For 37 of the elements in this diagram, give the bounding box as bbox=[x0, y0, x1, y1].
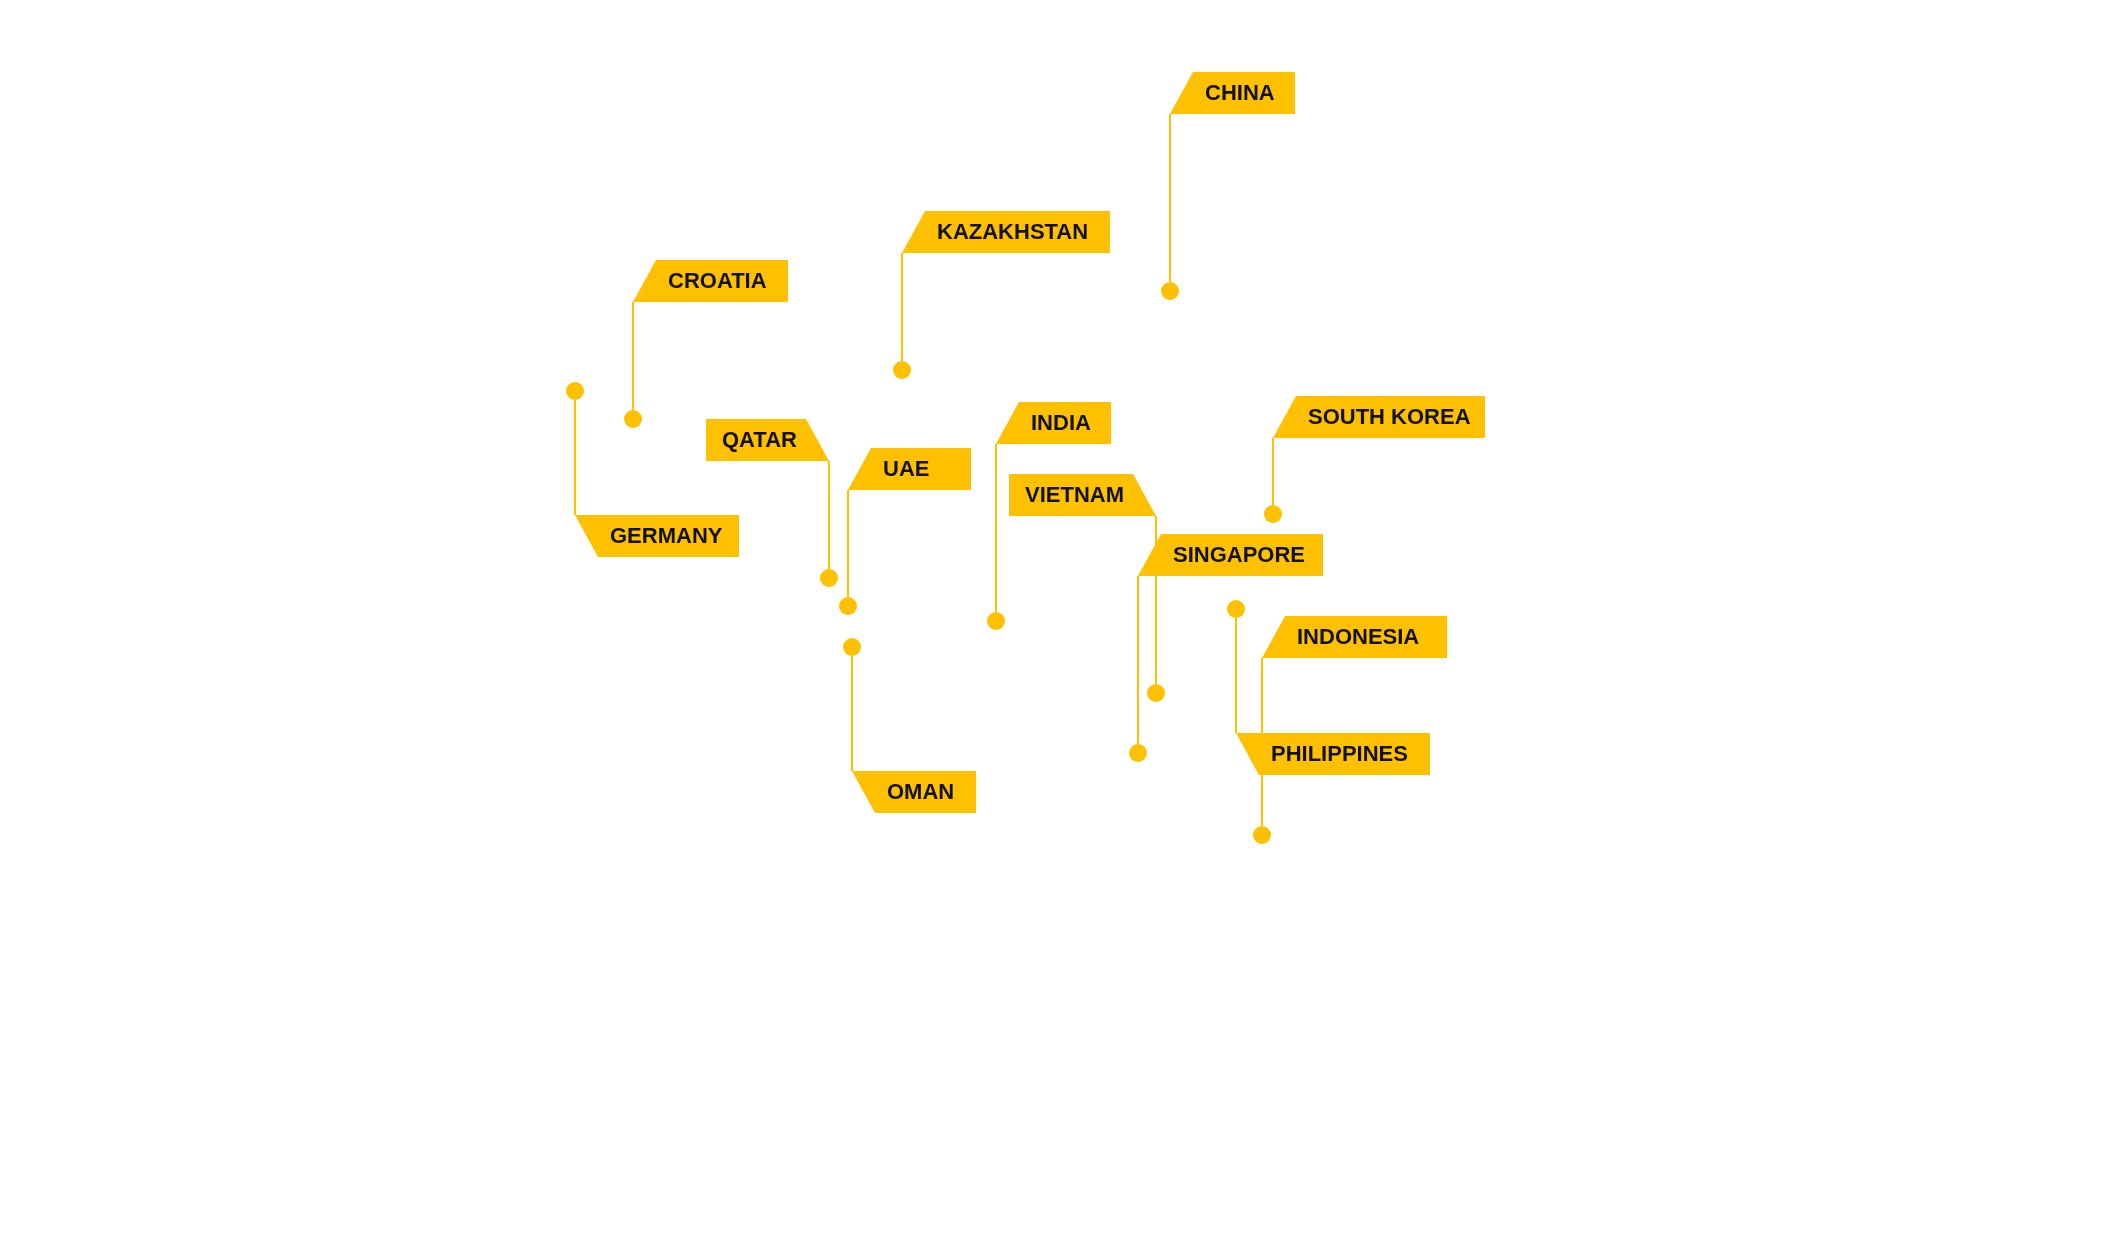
country-tag: PHILIPPINES bbox=[1236, 733, 1430, 775]
leader-line bbox=[632, 301, 634, 411]
country-tag: SINGAPORE bbox=[1138, 534, 1323, 576]
marker-dot-icon bbox=[1147, 684, 1165, 702]
leader-line bbox=[901, 252, 903, 362]
leader-line bbox=[1169, 113, 1171, 283]
leader-line bbox=[1235, 617, 1237, 734]
country-tag: SOUTH KOREA bbox=[1273, 396, 1485, 438]
country-tag: GERMANY bbox=[575, 515, 739, 557]
leader-line bbox=[847, 489, 849, 598]
country-tag: CHINA bbox=[1170, 72, 1295, 114]
leader-line bbox=[995, 443, 997, 613]
marker-dot-icon bbox=[839, 597, 857, 615]
marker-dot-icon bbox=[820, 569, 838, 587]
country-tag: UAE bbox=[848, 448, 971, 490]
country-tag: CROATIA bbox=[633, 260, 788, 302]
leader-line bbox=[574, 399, 576, 516]
leader-line bbox=[851, 655, 853, 772]
country-tag: INDONESIA bbox=[1262, 616, 1447, 658]
marker-dot-icon bbox=[1227, 600, 1245, 618]
leader-line bbox=[1137, 575, 1139, 745]
leader-line bbox=[1272, 437, 1274, 506]
leader-line bbox=[828, 460, 830, 570]
marker-dot-icon bbox=[1264, 505, 1282, 523]
marker-dot-icon bbox=[987, 612, 1005, 630]
country-tag: VIETNAM bbox=[1009, 474, 1156, 516]
country-tag: KAZAKHSTAN bbox=[902, 211, 1110, 253]
marker-dot-icon bbox=[624, 410, 642, 428]
country-tag: INDIA bbox=[996, 402, 1111, 444]
marker-dot-icon bbox=[1129, 744, 1147, 762]
country-tag: QATAR bbox=[706, 419, 829, 461]
marker-dot-icon bbox=[1253, 826, 1271, 844]
marker-dot-icon bbox=[566, 382, 584, 400]
marker-dot-icon bbox=[843, 638, 861, 656]
country-tag: OMAN bbox=[852, 771, 976, 813]
marker-dot-icon bbox=[1161, 282, 1179, 300]
marker-dot-icon bbox=[893, 361, 911, 379]
